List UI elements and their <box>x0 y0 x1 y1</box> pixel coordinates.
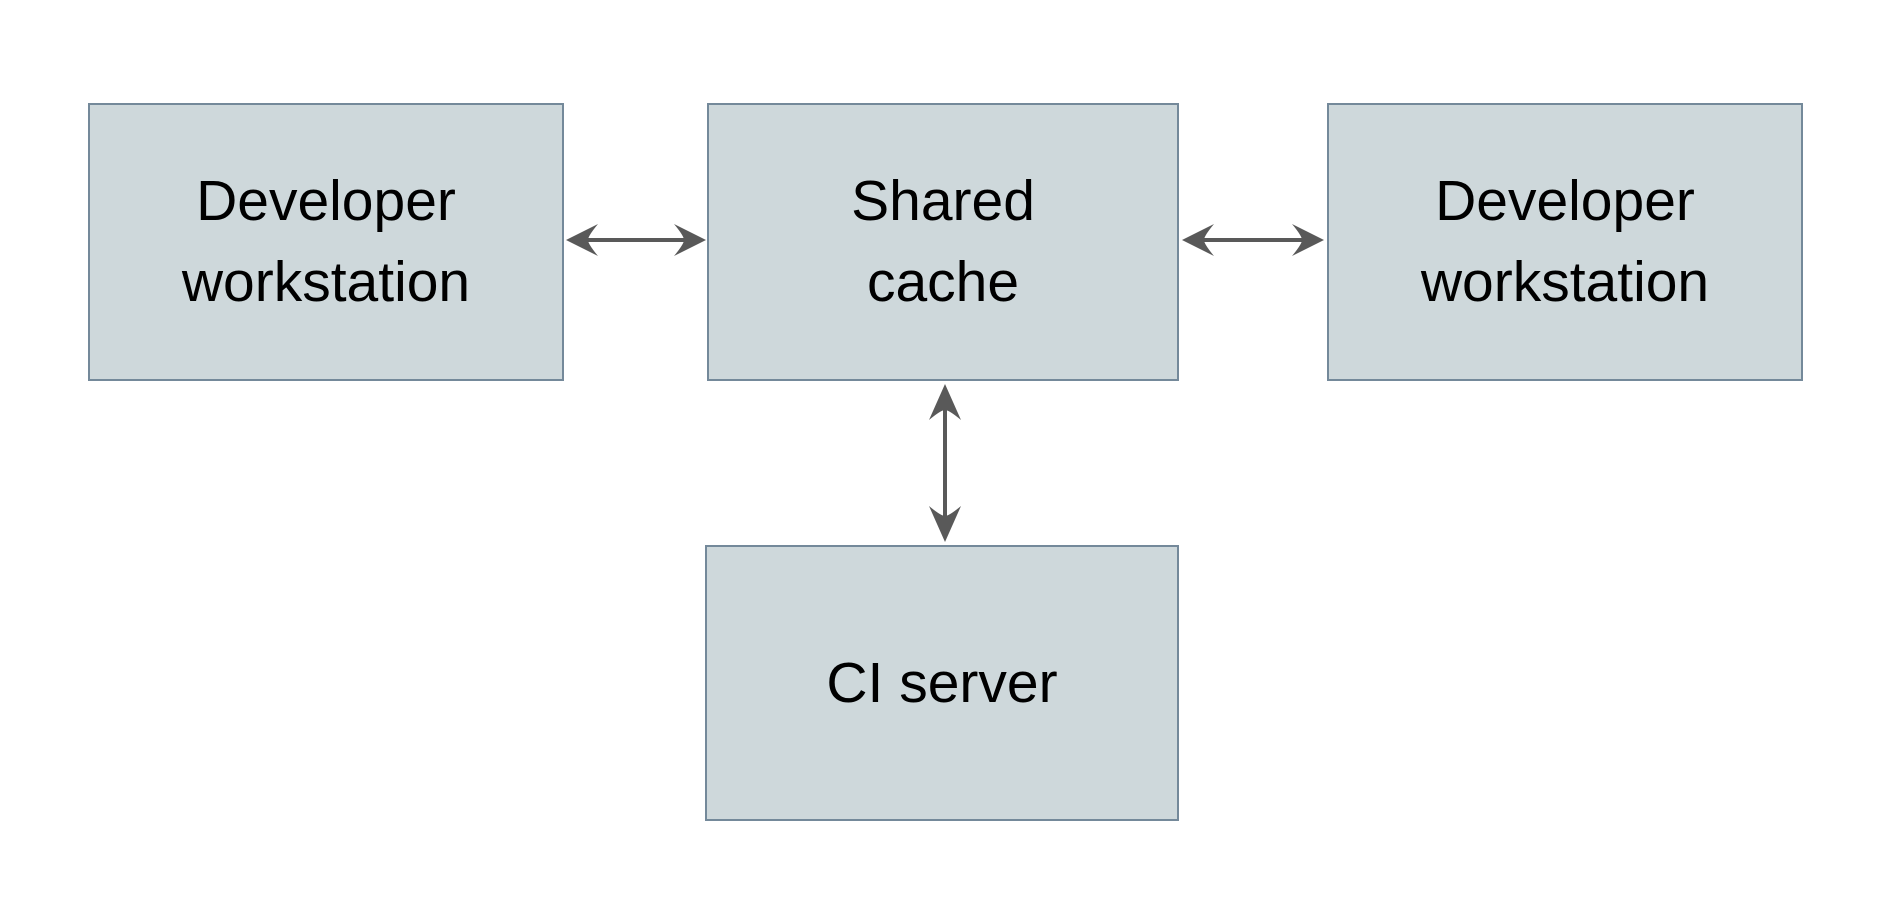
double-arrow-icon <box>566 224 706 256</box>
node-label: CI server <box>826 650 1058 715</box>
node-developer-workstation-left[interactable]: Developer workstation <box>88 103 564 381</box>
node-label: Shared cache <box>851 169 1035 314</box>
double-arrow-icon <box>1182 224 1324 256</box>
edge-left-workstation-to-shared-cache <box>564 216 708 264</box>
double-arrow-icon <box>929 384 961 542</box>
node-label: Developer workstation <box>181 169 471 314</box>
edge-shared-cache-to-ci-server <box>921 382 969 544</box>
node-ci-server[interactable]: CI server <box>705 545 1179 821</box>
node-developer-workstation-right[interactable]: Developer workstation <box>1327 103 1803 381</box>
node-shared-cache[interactable]: Shared cache <box>707 103 1179 381</box>
edge-shared-cache-to-right-workstation <box>1180 216 1326 264</box>
node-label: Developer workstation <box>1420 169 1710 314</box>
